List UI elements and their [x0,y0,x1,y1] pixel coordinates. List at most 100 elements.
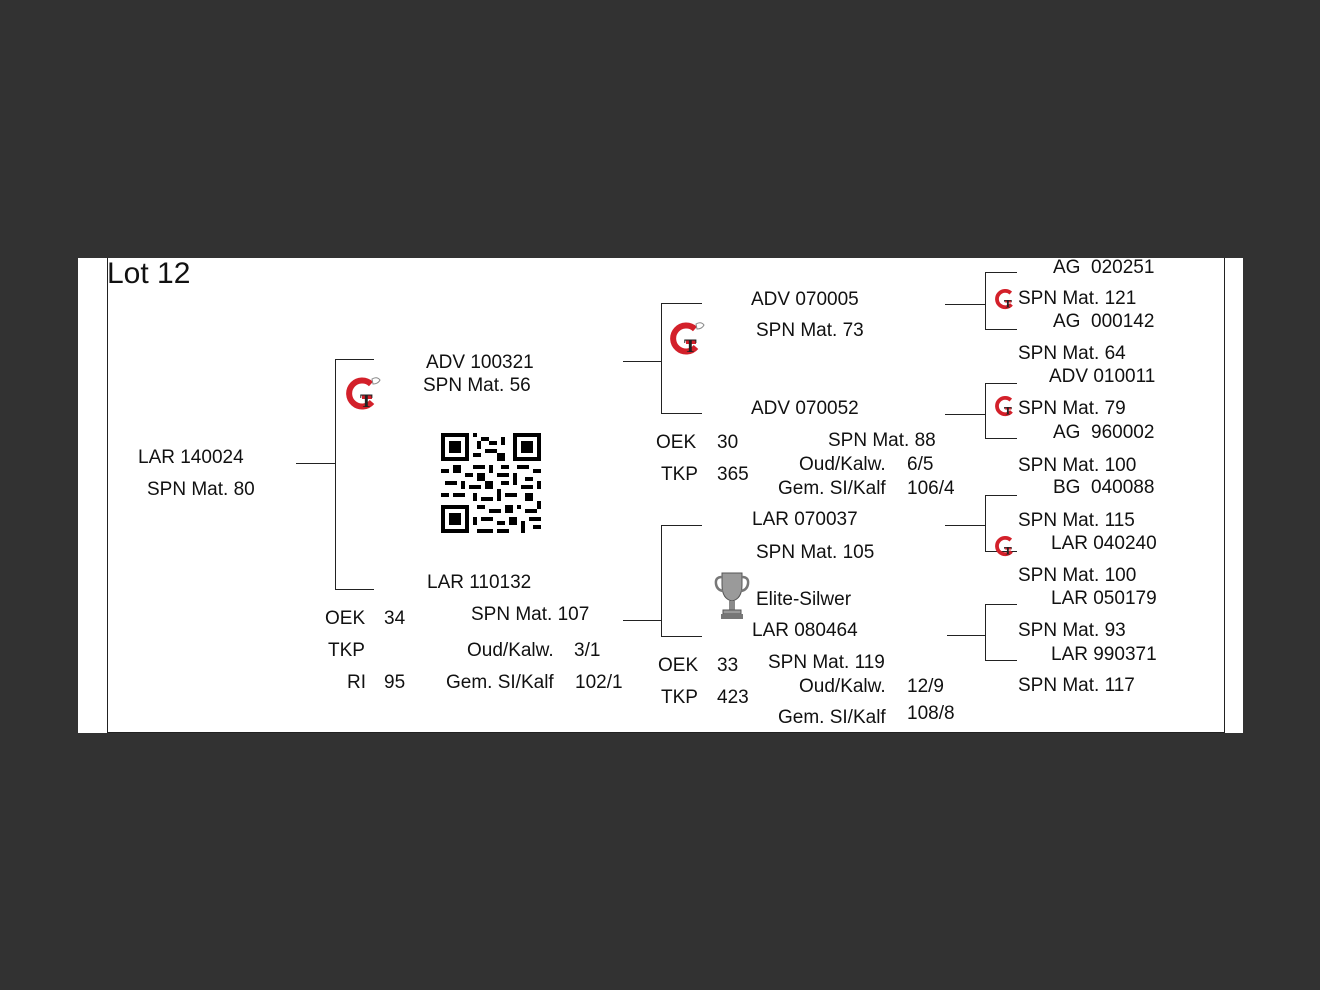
sire-dam-gem-label: Gem. SI/Kalf [778,478,886,499]
left-border [107,258,108,733]
dam-sire-spn: SPN Mat. 105 [756,542,875,563]
dam-dam-oek-label: OEK [658,655,699,676]
gt-logo-icon: T [670,322,705,357]
sire-dam-oek-label: OEK [656,432,697,453]
dam-sire-id: LAR 070037 [752,509,858,530]
bracket-line [623,620,662,621]
sire-sire-spn: SPN Mat. 73 [756,320,864,341]
sire-spn: SPN Mat. 56 [423,375,531,396]
sire-dam-gem-value: 106/4 [907,478,955,499]
gg-id: LAR 050179 [1051,588,1157,609]
sire-sire-id: ADV 070005 [751,289,859,310]
gg-id: AG 000142 [1053,311,1155,332]
lot-title: Lot 12 [107,258,191,290]
dam-dam-oud-label: Oud/Kalw. [799,676,886,697]
svg-text:T: T [1004,404,1012,418]
gg-spn: SPN Mat. 64 [1018,343,1126,364]
trophy-icon [714,572,750,619]
bracket-line [623,361,662,362]
pedigree-sheet: Lot 12 LAR 140024 SPN Mat. 80 T ADV 1003… [78,258,1243,733]
gg-spn: SPN Mat. 100 [1018,565,1137,586]
bracket-line [661,303,702,304]
dam-gem-value: 102/1 [575,672,623,693]
dam-id: LAR 110132 [427,572,532,593]
dam-spn: SPN Mat. 107 [471,604,590,625]
animal-id: LAR 140024 [138,447,244,468]
bracket-line [335,359,336,589]
bracket-line [945,414,986,415]
sire-dam-tkp-label: TKP [661,464,698,485]
gg-id: LAR 990371 [1051,644,1157,665]
bracket-line [945,304,986,305]
bracket-line [661,636,702,637]
dam-dam-spn: SPN Mat. 119 [768,652,885,673]
bracket-line [296,463,335,464]
gg-spn: SPN Mat. 79 [1018,398,1126,419]
sire-dam-spn: SPN Mat. 88 [828,430,936,451]
gg-id: AG 020251 [1053,258,1155,278]
dam-oek-label: OEK [325,608,366,629]
dam-gem-label: Gem. SI/Kalf [446,672,554,693]
gt-logo-icon: T [346,377,381,412]
dam-ri-value: 95 [384,672,406,693]
animal-spn: SPN Mat. 80 [147,479,255,500]
gg-spn: SPN Mat. 117 [1018,675,1135,696]
gg-id: LAR 040240 [1051,533,1157,554]
bracket-line [985,383,1017,384]
gg-id: AG 960002 [1053,422,1155,443]
bracket-line [335,589,374,590]
dam-dam-gem-label: Gem. SI/Kalf [778,707,886,728]
svg-text:T: T [1004,297,1012,311]
bracket-line [985,604,1017,605]
bracket-line [985,383,986,438]
gg-id: ADV 010011 [1049,366,1156,387]
svg-text:T: T [1004,544,1012,558]
bracket-line [985,329,1017,330]
bracket-line [947,635,986,636]
bracket-line [945,525,986,526]
bracket-line [661,525,662,636]
sire-dam-oek-value: 30 [717,432,739,453]
bracket-line [985,604,986,660]
gt-logo-icon: T [995,395,1013,418]
gg-id: BG 040088 [1053,477,1155,498]
sire-dam-oud-value: 6/5 [907,454,934,475]
bracket-line [985,272,1017,273]
bracket-line [661,303,662,413]
sire-dam-tkp-value: 365 [717,464,749,485]
bracket-line [661,413,702,414]
dam-ri-label: RI [347,672,366,693]
dam-oud-value: 3/1 [574,640,601,661]
right-border [1224,258,1225,733]
dam-dam-oek-value: 33 [717,655,739,676]
bracket-line [661,525,702,526]
svg-text:T: T [360,391,373,412]
dam-dam-tkp-label: TKP [661,687,698,708]
dam-tkp-label: TKP [328,640,365,661]
bracket-line [985,272,986,329]
bracket-line [985,660,1017,661]
gg-spn: SPN Mat. 121 [1018,288,1137,309]
gg-spn: SPN Mat. 93 [1018,620,1126,641]
bracket-line [985,495,986,551]
dam-dam-oud-value: 12/9 [907,676,944,697]
gt-logo-icon: T [995,288,1013,311]
dam-oud-label: Oud/Kalw. [467,640,554,661]
dam-dam-award: Elite-Silwer [756,589,852,610]
bottom-border [107,732,1225,733]
gt-logo-icon: T [995,535,1013,558]
qr-code [441,433,541,533]
gg-spn: SPN Mat. 115 [1018,510,1135,531]
sire-id: ADV 100321 [426,352,534,373]
sire-dam-oud-label: Oud/Kalw. [799,454,886,475]
sire-dam-id: ADV 070052 [751,398,859,419]
dam-oek-value: 34 [384,608,406,629]
svg-text:T: T [684,336,697,357]
bracket-line [985,438,1017,439]
dam-dam-tkp-value: 423 [717,687,749,708]
gg-spn: SPN Mat. 100 [1018,455,1137,476]
dam-dam-id: LAR 080464 [752,620,858,641]
bracket-line [985,495,1017,496]
dam-dam-gem-value: 108/8 [907,703,955,724]
bracket-line [335,359,374,360]
